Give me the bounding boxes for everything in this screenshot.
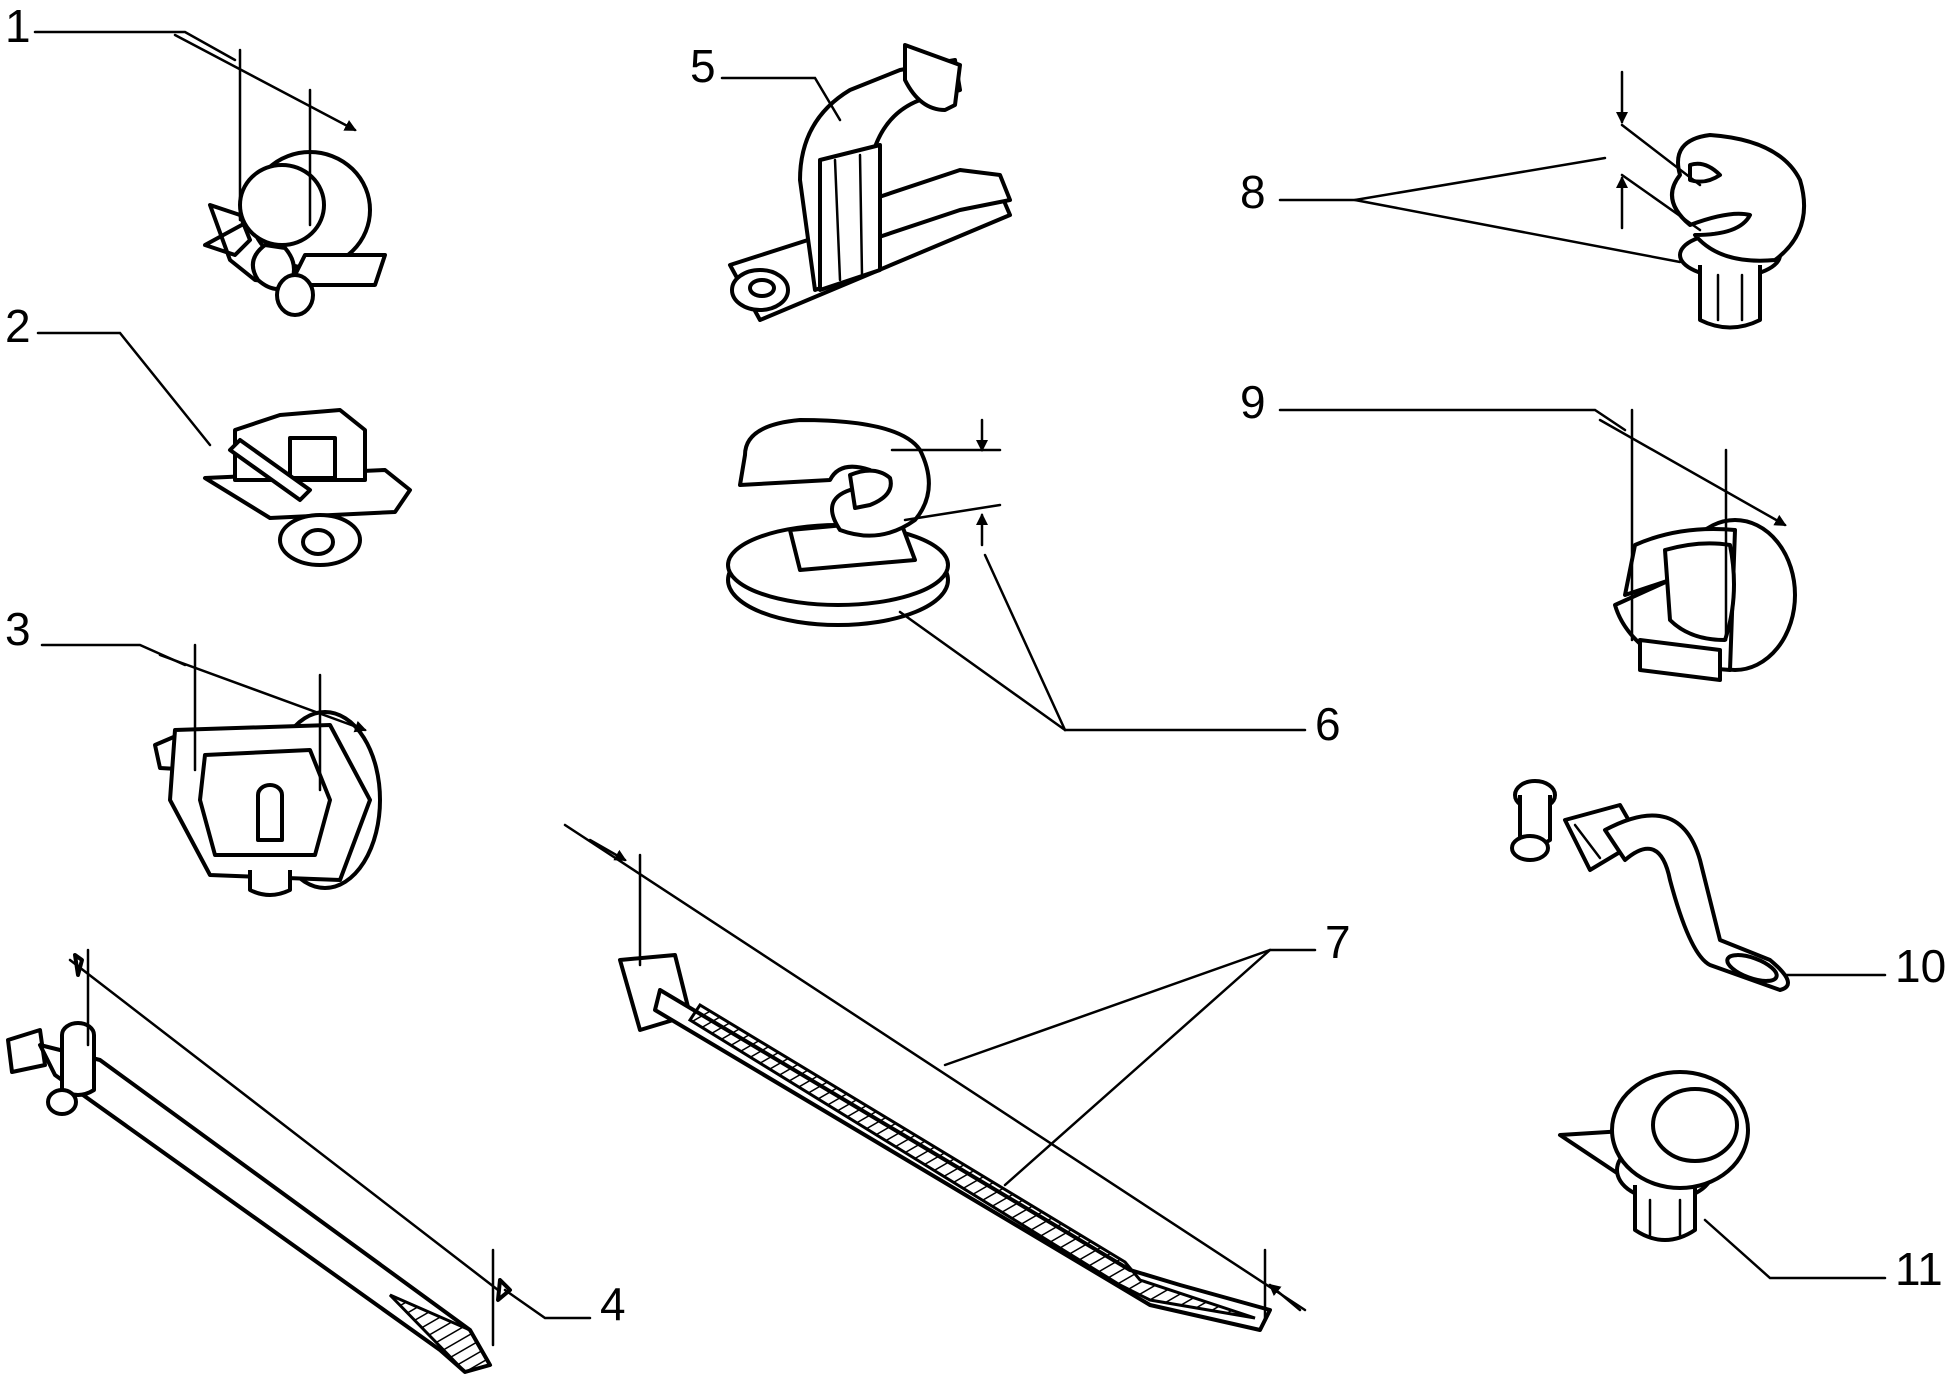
callout-10-label: 10 — [1895, 940, 1946, 992]
callout-10: 10 — [1783, 940, 1946, 992]
part-2-edge-clip — [203, 408, 412, 567]
callout-7: 7 — [943, 916, 1351, 1187]
part-11-ring-clip-push-rivet — [1558, 1070, 1750, 1242]
callout-6-label: 6 — [1315, 698, 1341, 750]
callout-3: 3 — [5, 603, 187, 667]
part-3-oval-clip — [153, 643, 382, 897]
callout-7-label: 7 — [1325, 916, 1351, 968]
part-5-bracket-clamp — [728, 43, 1012, 322]
callout-9: 9 — [1240, 376, 1627, 432]
callout-1: 1 — [5, 0, 237, 62]
callout-2-label: 2 — [5, 300, 31, 352]
callout-6: 6 — [898, 553, 1341, 750]
callout-8-label: 8 — [1240, 166, 1266, 218]
part-9-hose-clip-pin — [1598, 408, 1797, 682]
part-1-hose-clip — [173, 33, 387, 317]
callout-4-label: 4 — [600, 1278, 626, 1330]
part-6-pipe-clip-round-base — [726, 418, 1002, 627]
callout-9-label: 9 — [1240, 376, 1266, 428]
callout-2: 2 — [5, 300, 212, 447]
callout-5: 5 — [690, 40, 842, 122]
callout-11-label: 11 — [1895, 1243, 1943, 1295]
part-8-pipe-clip-push-rivet — [1616, 70, 1807, 330]
part-4-cable-tie-anchor — [6, 948, 512, 1374]
part-7-cable-tie — [563, 823, 1307, 1332]
callout-1-label: 1 — [5, 0, 31, 52]
callout-8: 8 — [1240, 156, 1682, 264]
callout-5-label: 5 — [690, 40, 716, 92]
callout-4: 4 — [503, 1278, 626, 1330]
callout-11: 11 — [1703, 1218, 1943, 1295]
callout-3-label: 3 — [5, 603, 31, 655]
part-10-bent-strap-bracket — [1510, 779, 1790, 992]
